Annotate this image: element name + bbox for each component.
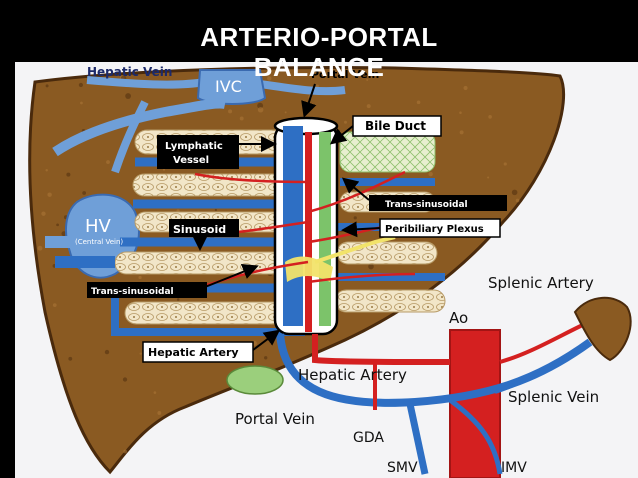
lymphatic-vessel-label-2: Vessel — [173, 155, 209, 166]
portal-vein-label: Portal Vein — [235, 410, 315, 428]
liver-speckle — [459, 111, 462, 114]
hepatic-vein-vessel — [86, 76, 206, 89]
liver-speckle — [368, 263, 374, 270]
trans-sinusoidal-right-label: Trans-sinusoidal — [385, 200, 468, 210]
bile-duct-label: Bile Duct — [365, 119, 426, 133]
splenic-vein-label: Splenic Vein — [508, 388, 599, 406]
liver-speckle — [52, 303, 57, 308]
liver-speckle — [68, 356, 73, 361]
portal-vein-top-label: Portal Vein — [311, 68, 379, 81]
spleen — [573, 296, 632, 362]
liver-speckle — [125, 93, 131, 99]
liver-speckle — [488, 115, 492, 119]
liver-speckle — [284, 111, 287, 114]
liver-speckle — [123, 449, 128, 454]
liver-speckle — [176, 298, 180, 301]
sinusoid-label: Sinusoid — [173, 223, 226, 236]
liver-speckle — [61, 231, 67, 237]
bile-duct-column — [319, 132, 331, 326]
liver-speckle — [78, 82, 83, 88]
liver-speckle — [214, 208, 218, 212]
ivc-label: IVC — [215, 77, 242, 96]
liver-speckle — [264, 356, 268, 360]
liver-speckle — [47, 192, 52, 197]
liver-speckle — [37, 245, 43, 251]
liver-speckle — [366, 78, 369, 81]
smv-vessel — [406, 403, 429, 475]
liver-speckle — [162, 168, 166, 171]
label-boxes — [87, 135, 507, 298]
liver-speckle — [503, 162, 507, 166]
hepatic-artery-vessel — [312, 334, 451, 365]
liver-speckle — [239, 116, 244, 121]
ivc-vessel — [196, 69, 267, 105]
liver-speckle — [153, 391, 157, 394]
liver-speckle — [366, 104, 371, 109]
liver-speckle — [257, 102, 264, 109]
gda-label: GDA — [353, 430, 384, 446]
hepatic-vein-branch — [52, 98, 226, 157]
hepatic-artery-column — [305, 132, 312, 332]
liver-speckle — [511, 189, 518, 196]
central-vein-label: (Central Vein) — [75, 238, 123, 246]
gallbladder — [226, 365, 284, 395]
leader-arrows — [192, 83, 381, 351]
slide-title-line2: BALANCE — [253, 52, 385, 82]
slide-title: ARTERIO-PORTAL — [200, 22, 438, 52]
ao-label: Ao — [449, 309, 468, 327]
liver-speckle — [139, 352, 142, 355]
liver-speckle — [138, 275, 142, 280]
liver-speckle — [267, 76, 272, 81]
liver-speckle — [106, 160, 110, 164]
lymphatic-vessel — [314, 235, 396, 264]
liver-speckle — [459, 130, 464, 135]
smv-label: SMV — [387, 460, 418, 476]
peribiliary-plexus-label: Peribiliary Plexus — [385, 224, 484, 235]
imv-label: IMV — [501, 460, 527, 476]
liver-circulation-diagram: Hepatic Vein IVC Portal Vein Bile Duct L… — [15, 62, 638, 478]
liver-speckle — [45, 168, 48, 172]
liver-speckle — [228, 109, 233, 114]
liver-speckle — [122, 377, 128, 382]
hepatic-artery-box-label: Hepatic Artery — [148, 346, 239, 359]
hepatic-vein-branch-2 — [111, 100, 149, 174]
liver-speckle — [41, 211, 46, 216]
hepatic-artery-label: Hepatic Artery — [298, 366, 407, 384]
liver-speckle — [428, 171, 433, 177]
label-boxes-white — [142, 115, 501, 363]
liver-speckle — [515, 198, 520, 203]
liver-speckle — [66, 172, 71, 177]
liver-speckle — [82, 191, 87, 195]
lymphatic-vessel-label-1: Lymphatic — [165, 141, 223, 152]
hv-label: HV — [85, 216, 112, 237]
liver-speckle — [80, 101, 83, 105]
liver-speckle — [343, 120, 348, 124]
liver-speckle — [353, 216, 357, 220]
splenic-artery-label: Splenic Artery — [488, 274, 594, 292]
liver-speckle — [487, 176, 490, 179]
liver-speckle — [104, 349, 110, 355]
liver-speckle — [157, 411, 162, 415]
trans-sinusoidal-left-label: Trans-sinusoidal — [91, 287, 174, 297]
liver-speckle — [56, 223, 59, 227]
liver-speckle — [416, 100, 421, 105]
liver-speckle — [45, 84, 49, 88]
liver-speckle — [257, 106, 264, 113]
hepatic-vein-label: Hepatic Vein — [87, 65, 172, 79]
splenic-vein-vessel — [494, 345, 587, 394]
imv-vessel — [448, 397, 503, 475]
liver-speckle — [463, 85, 468, 91]
